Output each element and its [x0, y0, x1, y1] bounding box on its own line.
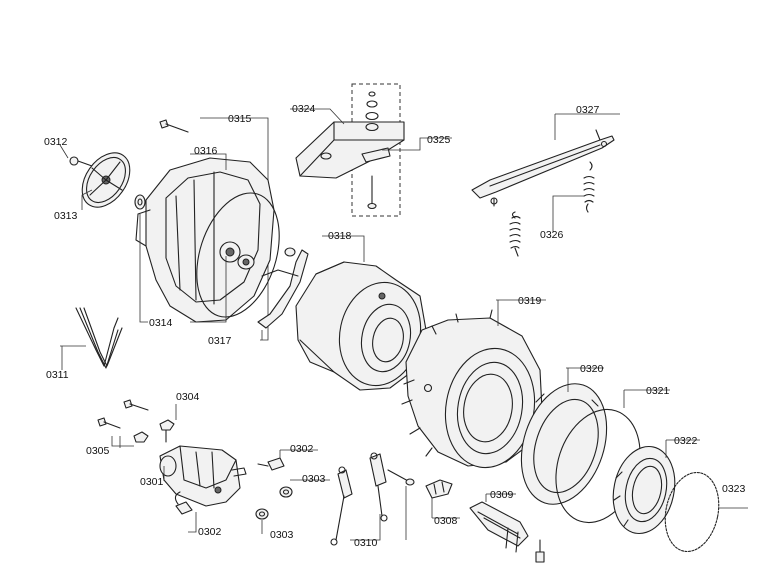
label-0327[interactable]: 0327	[576, 104, 600, 116]
part-0305-screw[interactable]	[97, 417, 121, 429]
label-0311[interactable]: 0311	[46, 369, 69, 381]
leader-0314	[139, 214, 148, 323]
label-0310[interactable]: 0310	[354, 537, 378, 549]
leader-0302b	[188, 512, 197, 533]
label-0314[interactable]: 0314	[149, 317, 173, 329]
label-0325[interactable]: 0325	[427, 134, 451, 146]
part-0311-belt[interactable]	[75, 307, 123, 369]
leader-0302a	[279, 449, 318, 458]
part-0301-motor[interactable]	[159, 445, 247, 507]
part-0316-rear-tub[interactable]	[135, 157, 275, 323]
part-0322-door-gasket[interactable]	[606, 441, 683, 540]
leader-0316	[190, 153, 227, 170]
part-0325-bolt-set[interactable]	[361, 91, 391, 210]
leader-0326	[552, 195, 584, 232]
label-0303a[interactable]: 0303	[302, 473, 326, 485]
label-0324[interactable]: 0324	[292, 103, 316, 115]
label-0305[interactable]: 0305	[86, 445, 110, 457]
part-0315-screw[interactable]	[159, 119, 189, 133]
part-0315-gasket-ring[interactable]	[182, 182, 294, 327]
leader-0319	[496, 299, 546, 326]
part-0326-spring-left[interactable]	[509, 211, 521, 257]
leader-0313	[81, 189, 93, 210]
leader-0308	[431, 498, 460, 519]
label-0322[interactable]: 0322	[674, 435, 698, 447]
label-0308[interactable]: 0308	[434, 515, 458, 527]
part-0316-hub-bolt[interactable]	[237, 254, 255, 270]
leader-0310	[350, 514, 381, 541]
label-0303b[interactable]: 0303	[270, 529, 294, 541]
part-0310-bolt[interactable]	[387, 469, 415, 486]
label-0301[interactable]: 0301	[140, 476, 164, 488]
label-0316[interactable]: 0316	[194, 145, 218, 157]
leader-0320	[566, 367, 604, 392]
part-0309-heater[interactable]	[469, 501, 545, 563]
leader-0321	[623, 389, 670, 408]
leader-0325	[382, 137, 452, 151]
part-0303-cap-upper[interactable]	[279, 486, 293, 498]
part-0324-counterweight[interactable]	[295, 121, 405, 179]
label-0309[interactable]: 0309	[490, 489, 514, 501]
part-0302-brush-lower[interactable]	[174, 491, 193, 515]
part-0303-cap-lower[interactable]	[255, 508, 269, 520]
leader-0309	[485, 493, 516, 502]
part-0310-shock-absorber-left[interactable]	[330, 466, 353, 546]
label-0321[interactable]: 0321	[646, 385, 670, 397]
leader-0322	[665, 439, 700, 458]
leader-0304-0305	[111, 404, 177, 447]
part-0313-pulley[interactable]	[72, 144, 139, 216]
label-0317[interactable]: 0317	[208, 335, 232, 347]
part-0317-drum-spider[interactable]	[257, 247, 309, 329]
part-0323-clamp-ring[interactable]	[658, 467, 725, 556]
part-0310-shock-absorber-right[interactable]	[369, 452, 388, 522]
label-0319[interactable]: 0319	[518, 295, 542, 307]
part-0312-bolt[interactable]	[69, 156, 93, 167]
label-0313[interactable]: 0313	[54, 210, 78, 222]
leader-0318	[322, 235, 365, 262]
label-0326[interactable]: 0326	[540, 229, 564, 241]
part-0304-screw[interactable]	[123, 399, 149, 411]
part-0302-brush-upper[interactable]	[257, 457, 285, 471]
leader-0324	[290, 108, 345, 125]
part-0305-nut[interactable]	[133, 431, 149, 443]
part-0308-heater-clip[interactable]	[425, 479, 453, 499]
label-0302a[interactable]: 0302	[290, 443, 314, 455]
part-0327-bracket[interactable]	[471, 129, 615, 207]
leader-0314-b	[190, 256, 227, 323]
label-0323[interactable]: 0323	[722, 483, 746, 495]
part-0316-washer[interactable]	[134, 194, 146, 210]
label-0320[interactable]: 0320	[580, 363, 604, 375]
part-0326-spring-right[interactable]	[583, 161, 595, 213]
label-0318[interactable]: 0318	[328, 230, 352, 242]
label-0302b[interactable]: 0302	[198, 526, 222, 538]
leader-0312	[59, 144, 69, 159]
label-0304[interactable]: 0304	[176, 391, 200, 403]
label-0312[interactable]: 0312	[44, 136, 68, 148]
label-0315[interactable]: 0315	[228, 113, 252, 125]
part-0304-stud[interactable]	[159, 419, 175, 443]
